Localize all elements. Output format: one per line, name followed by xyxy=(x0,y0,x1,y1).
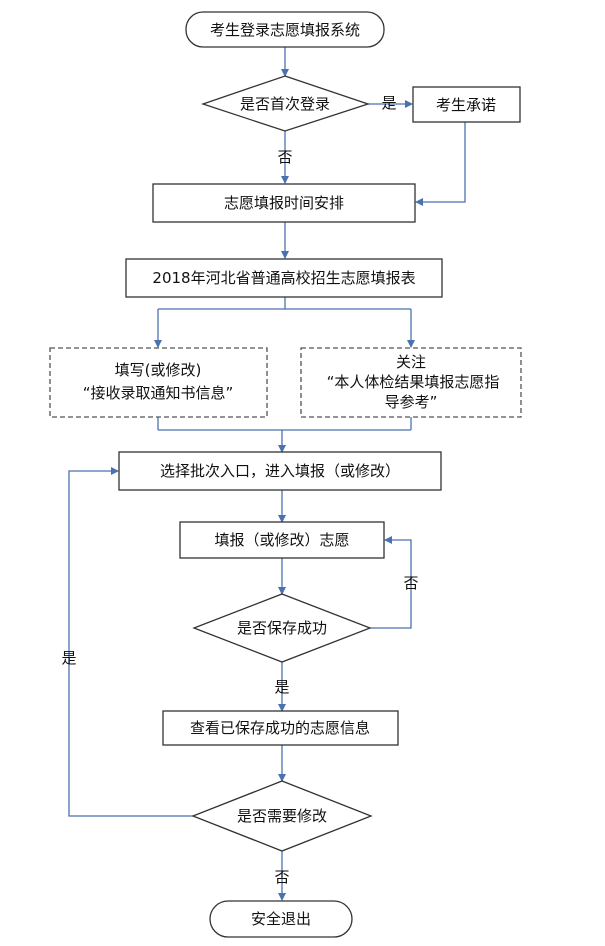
node-fill-wish: 填报（或修改）志愿 xyxy=(179,521,385,559)
node-start: 考生登录志愿填报系统 xyxy=(185,11,385,48)
label-no-modify: 否 xyxy=(274,868,289,886)
arrow-pledge-to-schedule xyxy=(415,122,466,206)
node-view-saved: 查看已保存成功的志愿信息 xyxy=(162,710,399,746)
node-start-label: 考生登录志愿填报系统 xyxy=(210,21,360,39)
node-need-modify-decision: 是否需要修改 xyxy=(191,780,373,852)
edge-labels: 是 否 否 是 是 否 xyxy=(61,94,418,886)
node-pledge-label: 考生承诺 xyxy=(436,96,496,114)
node-attention-line1: 关注 xyxy=(396,353,426,371)
node-view-saved-label: 查看已保存成功的志愿信息 xyxy=(190,719,370,737)
node-form-label: 2018年河北省普通高校招生志愿填报表 xyxy=(152,269,415,287)
node-save-ok-decision: 是否保存成功 xyxy=(192,593,372,663)
connectors xyxy=(68,47,466,901)
node-fill-notice-line2: “接收录取通知书信息” xyxy=(83,384,234,402)
label-yes-save: 是 xyxy=(274,678,289,696)
label-yes-first-login: 是 xyxy=(381,94,396,112)
node-fill-wish-label: 填报（或修改）志愿 xyxy=(214,531,349,549)
node-exit: 安全退出 xyxy=(209,900,353,938)
node-exit-label: 安全退出 xyxy=(251,910,311,928)
node-pledge: 考生承诺 xyxy=(412,86,521,123)
node-attention-line2: “本人体检结果填报志愿指 xyxy=(327,373,500,391)
node-select-batch: 选择批次入口，进入填报（或修改） xyxy=(118,451,442,491)
label-no-first-login: 否 xyxy=(277,148,292,166)
node-fill-notice: 填写(或修改) “接收录取通知书信息” xyxy=(49,347,268,418)
node-first-login-label: 是否首次登录 xyxy=(240,95,330,113)
node-schedule-label: 志愿填报时间安排 xyxy=(224,194,344,212)
node-first-login-decision: 是否首次登录 xyxy=(200,75,371,132)
node-save-ok-label: 是否保存成功 xyxy=(237,619,327,637)
label-no-save: 否 xyxy=(403,574,418,592)
node-need-modify-label: 是否需要修改 xyxy=(237,807,327,825)
node-attention: 关注 “本人体检结果填报志愿指 导参考” xyxy=(300,347,522,418)
node-form: 2018年河北省普通高校招生志愿填报表 xyxy=(125,258,443,298)
node-schedule: 志愿填报时间安排 xyxy=(152,183,416,223)
node-attention-line3: 导参考” xyxy=(385,393,438,411)
node-select-batch-label: 选择批次入口，进入填报（或修改） xyxy=(160,462,400,480)
label-yes-modify: 是 xyxy=(61,649,76,667)
arrow-save-ok-no-back-to-fill-wish xyxy=(370,536,412,629)
node-fill-notice-line1: 填写(或修改) xyxy=(115,361,202,379)
arrow-need-modify-yes-loop xyxy=(68,467,193,817)
